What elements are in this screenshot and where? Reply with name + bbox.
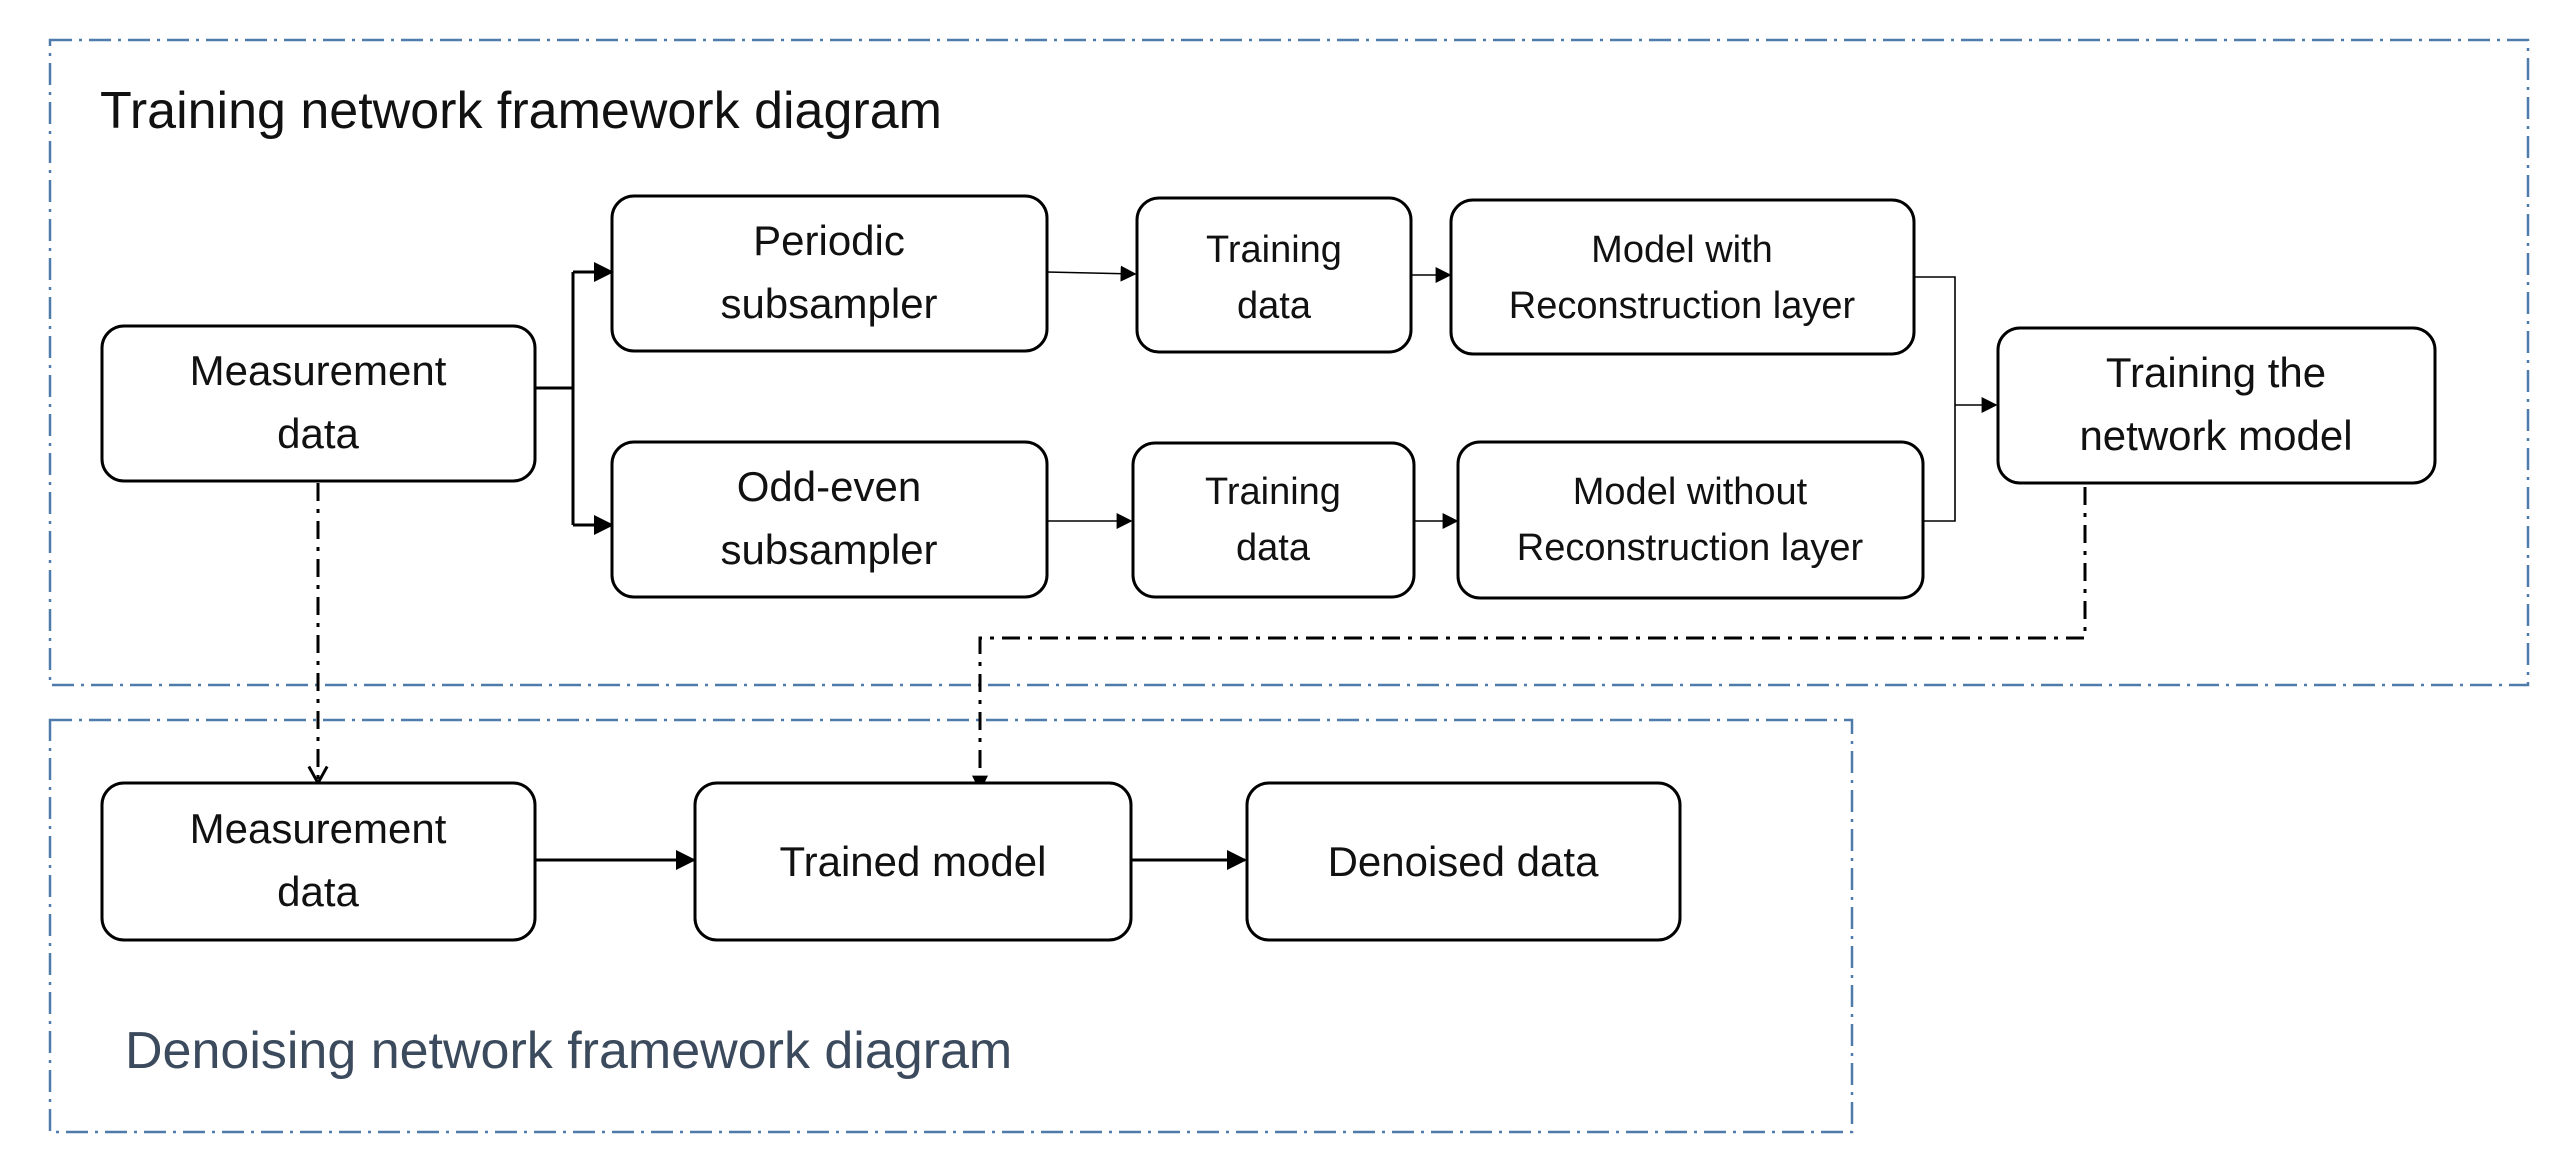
node-training-data-bottom: Training data <box>1131 441 1416 599</box>
node-model-without-reconstruction: Model without Reconstruction layer <box>1456 440 1925 600</box>
node-label: Denoised data <box>1328 838 1600 885</box>
node-denoised-data: Denoised data <box>1245 781 1682 942</box>
node-line-1: Training the <box>2106 349 2326 396</box>
node-training-network-model: Training the network model <box>1996 326 2437 485</box>
node-label: Trained model <box>780 838 1047 885</box>
node-line-1: Training <box>1205 471 1341 513</box>
node-measurement-data-top: Measurement data <box>100 324 537 483</box>
node-line-2: subsampler <box>720 526 937 573</box>
node-line-2: data <box>1236 527 1311 569</box>
node-line-2: Reconstruction layer <box>1517 527 1864 569</box>
node-line-1: Periodic <box>753 217 905 264</box>
node-line-2: data <box>1237 285 1312 327</box>
node-line-2: data <box>277 868 359 915</box>
training-region-title: Training network framework diagram <box>100 82 942 140</box>
node-trained-model: Trained model <box>693 781 1133 942</box>
node-line-1: Measurement <box>190 347 447 394</box>
node-line-1: Model with <box>1591 229 1773 271</box>
node-oddeven-subsampler: Odd-even subsampler <box>610 440 1049 599</box>
node-line-1: Measurement <box>190 805 447 852</box>
node-training-data-top: Training data <box>1135 196 1413 354</box>
node-line-1: Odd-even <box>737 463 921 510</box>
split-connector <box>535 272 575 525</box>
arrow-periodic-to-training-data <box>1046 265 1137 282</box>
link-training-to-trained-model <box>972 487 2087 792</box>
node-line-2: subsampler <box>720 280 937 327</box>
node-model-with-reconstruction: Model with Reconstruction layer <box>1449 198 1916 356</box>
denoising-region-title: Denoising network framework diagram <box>125 1022 1012 1080</box>
node-line-1: Model without <box>1573 471 1808 513</box>
training-region-border <box>48 38 2530 687</box>
node-line-2: data <box>277 410 359 457</box>
node-line-2: network model <box>2079 412 2352 459</box>
merge-connector <box>1914 276 1956 522</box>
node-periodic-subsampler: Periodic subsampler <box>610 194 1049 353</box>
node-line-1: Training <box>1206 229 1342 271</box>
node-line-2: Reconstruction layer <box>1509 285 1856 327</box>
node-measurement-data-bottom: Measurement data <box>100 781 537 942</box>
denoising-region-border <box>48 718 1854 1134</box>
